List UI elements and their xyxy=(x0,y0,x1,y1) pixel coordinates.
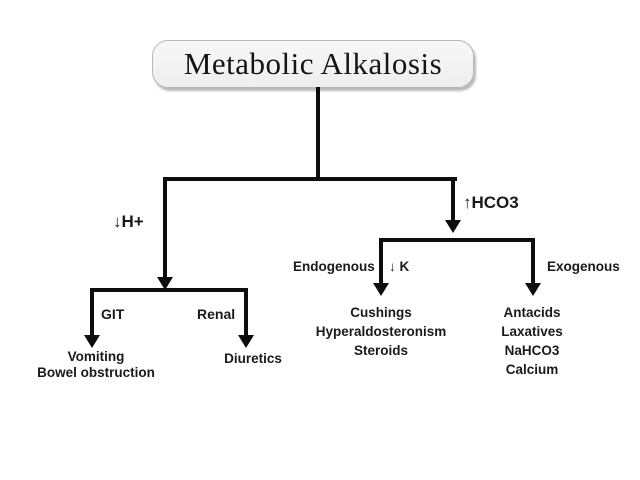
up-arrow-icon: ↑ xyxy=(463,193,472,212)
node-label-low-k-text: K xyxy=(399,259,410,274)
connector-renal-vline xyxy=(244,288,248,335)
connector-git-vline xyxy=(90,288,94,335)
connector-git-renal-hline xyxy=(90,288,248,292)
leaf-list-endogenous: Cushings Hyperaldosteronism Steroids xyxy=(300,303,462,360)
list-item: Bowel obstruction xyxy=(37,365,155,380)
arrowhead-hco3 xyxy=(445,220,461,233)
branch-label-h-plus-text: H+ xyxy=(121,212,144,231)
node-label-renal: Renal xyxy=(197,306,236,322)
list-item: Vomiting xyxy=(67,349,125,364)
list-item: Steroids xyxy=(353,343,408,358)
node-label-exogenous: Exogenous xyxy=(547,259,620,274)
arrowhead-git xyxy=(84,335,100,348)
down-arrow-icon: ↓ xyxy=(389,259,396,274)
node-label-git: GIT xyxy=(101,306,125,322)
list-item: Hyperaldosteronism xyxy=(315,324,447,339)
connector-hco3-hline xyxy=(379,238,535,242)
list-item: Antacids xyxy=(503,305,561,320)
arrowhead-exogenous xyxy=(525,283,541,296)
list-item: Laxatives xyxy=(501,324,563,339)
connector-level1-hline xyxy=(163,177,457,181)
list-item: Diuretics xyxy=(224,351,282,366)
arrowhead-renal xyxy=(238,335,254,348)
leaf-list-exogenous: Antacids Laxatives NaHCO3 Calcium xyxy=(465,303,599,379)
connector-endogenous-vline xyxy=(379,238,383,283)
list-item: NaHCO3 xyxy=(504,343,560,358)
branch-label-hco3-text: HCO3 xyxy=(471,193,519,212)
list-item: Cushings xyxy=(350,305,412,320)
root-node-box: Metabolic Alkalosis xyxy=(152,40,474,88)
leaf-list-git: Vomiting Bowel obstruction xyxy=(16,349,176,381)
connector-h-plus-vline xyxy=(163,177,167,277)
connector-hco3-vline xyxy=(451,177,455,221)
leaf-list-renal: Diuretics xyxy=(194,351,312,367)
node-label-endogenous: Endogenous xyxy=(293,259,375,274)
down-arrow-icon: ↓ xyxy=(113,212,122,231)
arrowhead-h-plus xyxy=(157,277,173,290)
page-title: Metabolic Alkalosis xyxy=(183,46,443,81)
connector-exogenous-vline xyxy=(531,238,535,283)
branch-label-h-plus: ↓H+ xyxy=(113,212,144,232)
node-label-low-k: ↓ K xyxy=(389,259,409,274)
connector-root-stem xyxy=(316,87,320,181)
arrowhead-endogenous xyxy=(373,283,389,296)
branch-label-hco3: ↑HCO3 xyxy=(463,193,519,213)
list-item: Calcium xyxy=(505,362,559,377)
